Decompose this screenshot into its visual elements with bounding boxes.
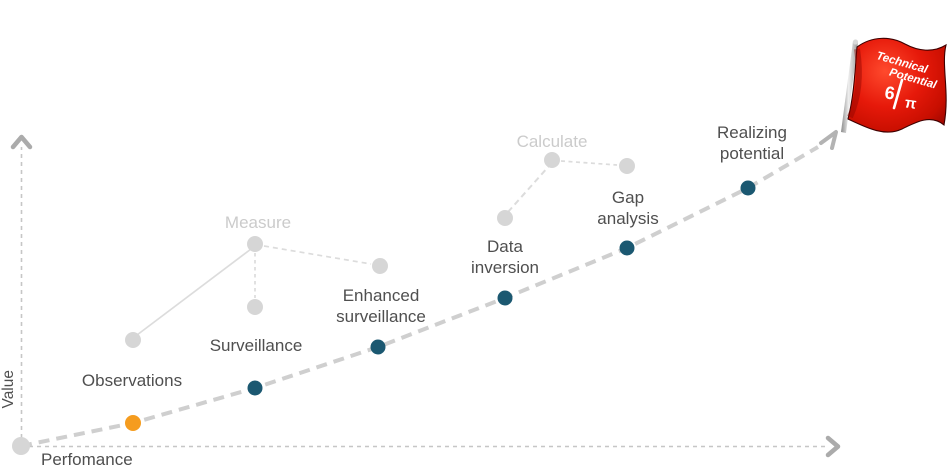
- connector-observations-measure: [136, 248, 252, 336]
- label-enhanced-surveillance: Enhanced surveillance: [336, 286, 426, 327]
- flag-formula-denominator: π: [904, 94, 918, 113]
- trend-dot-gapanalysis: [619, 240, 635, 256]
- trend-dot-datainversion: [497, 290, 513, 306]
- label-gap-analysis: Gap analysis: [597, 188, 659, 229]
- flag-formula-numerator: 6: [883, 82, 896, 103]
- y-axis-label: Value: [0, 370, 17, 409]
- trend-dot-surveillance: [247, 380, 263, 396]
- start-dot-orange: [125, 415, 141, 431]
- milestone-dot-datainversion: [497, 210, 513, 226]
- milestone-dot-gapanalysis: [619, 158, 635, 174]
- goal-flag: Technical Potential 6 π: [841, 37, 947, 133]
- milestone-dot-calculate: [544, 152, 560, 168]
- y-axis-arrow-icon: [10, 134, 33, 150]
- connector-datainversion-calculate: [507, 165, 550, 213]
- trend-line: [20, 145, 820, 448]
- label-observations: Observations: [81, 371, 183, 390]
- label-surveillance: Surveillance: [209, 336, 303, 355]
- connector-calculate-gapanalysis: [560, 160, 618, 166]
- label-calculate: Calculate: [516, 132, 588, 151]
- flag-formula-slash: [892, 78, 904, 110]
- label-realizing-potential: Realizing potential: [717, 123, 787, 164]
- milestone-dot-measure: [247, 236, 263, 252]
- connector-measure-enhanced: [263, 245, 372, 265]
- trend-arrow-icon: [819, 130, 838, 150]
- trend-dot-enhanced: [370, 339, 386, 355]
- label-measure: Measure: [224, 213, 292, 232]
- flag-pole-cap: [852, 39, 859, 45]
- origin-dot: [12, 437, 30, 455]
- milestone-dot-surveillance: [247, 299, 263, 315]
- flag-body: [847, 37, 947, 133]
- flag-pole: [841, 41, 858, 133]
- milestone-dot-enhanced: [372, 258, 388, 274]
- x-axis-label: Perfomance: [41, 450, 133, 469]
- x-axis-arrow-icon: [825, 435, 841, 458]
- milestone-dot-observations: [125, 332, 141, 348]
- label-data-inversion: Data inversion: [470, 237, 540, 278]
- trend-dot-realizing: [740, 180, 756, 196]
- flag-fold-shadow: [847, 48, 862, 119]
